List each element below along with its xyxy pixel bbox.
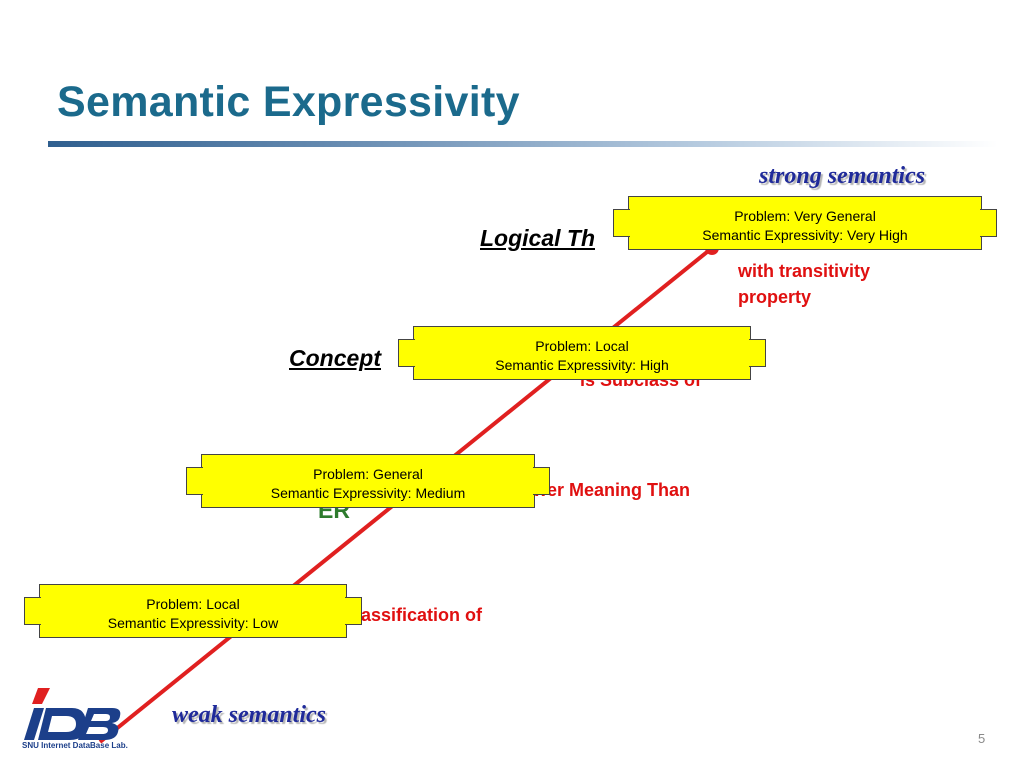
- relation-label-classification: assification of: [361, 605, 483, 625]
- callout-problem-text: Problem: General: [313, 466, 423, 482]
- callout-local-high: Problem: Local Semantic Expressivity: Hi…: [398, 326, 766, 380]
- page-number: 5: [978, 731, 986, 746]
- callout-problem-text: Problem: Very General: [734, 208, 876, 224]
- callout-tab-right: [980, 209, 997, 237]
- callout-expressivity-text: Semantic Expressivity: Low: [107, 615, 279, 631]
- callout-local-low: Problem: Local Semantic Expressivity: Lo…: [24, 584, 362, 638]
- callout-tab-left: [186, 467, 203, 495]
- callout-problem-text: Problem: Local: [146, 596, 240, 612]
- relation-label-transitivity-line2: property: [738, 287, 812, 307]
- callout-tab-right: [345, 597, 362, 625]
- weak-semantics-label: weak semantics: [172, 702, 326, 728]
- callout-expressivity-text: Semantic Expressivity: Very High: [702, 227, 908, 243]
- callout-very-general: Problem: Very General Semantic Expressiv…: [613, 196, 997, 250]
- title-divider: [48, 141, 998, 147]
- callout-tab-left: [613, 209, 630, 237]
- callout-tab-right: [533, 467, 550, 495]
- callout-expressivity-text: Semantic Expressivity: High: [495, 357, 669, 373]
- callout-tab-right: [749, 339, 766, 367]
- level-label-logical-theory: Logical Th: [480, 225, 595, 251]
- strong-semantics-label: strong semantics: [759, 163, 926, 189]
- relation-label-meaning: wer Meaning Than: [533, 480, 691, 500]
- slide-title: Semantic Expressivity: [57, 78, 520, 126]
- logo-caption: SNU Internet DataBase Lab.: [22, 741, 128, 750]
- relation-label-transitivity-line1: with transitivity: [738, 261, 871, 281]
- callout-tab-left: [24, 597, 41, 625]
- callout-general-medium: Problem: General Semantic Expressivity: …: [186, 454, 550, 508]
- callout-problem-text: Problem: Local: [535, 338, 629, 354]
- callout-expressivity-text: Semantic Expressivity: Medium: [270, 485, 466, 501]
- callout-tab-left: [398, 339, 415, 367]
- level-label-conceptual-model: Concept: [289, 345, 381, 371]
- idb-logo: [24, 688, 121, 740]
